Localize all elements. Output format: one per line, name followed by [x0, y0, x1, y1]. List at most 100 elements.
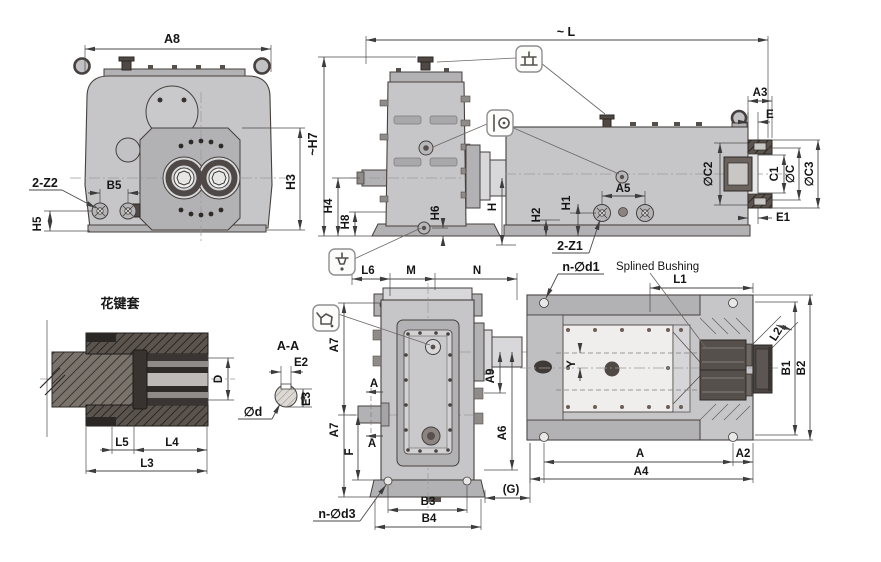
- handle: [534, 360, 552, 374]
- top-face: [382, 287, 473, 301]
- spline-sleeve-view: 花键套 D L5 L4 L3: [39, 296, 235, 474]
- dim-h: H: [487, 203, 499, 211]
- dim-l4: L4: [165, 437, 179, 449]
- dim-l6: L6: [361, 265, 374, 277]
- oil-fill-icon: [312, 304, 340, 332]
- dim-e2: E2: [294, 357, 308, 369]
- dim-b1: B1: [781, 360, 793, 375]
- dim-a8: A8: [164, 32, 180, 46]
- top-plate: [389, 71, 463, 83]
- dim-c: ∅C: [785, 165, 797, 183]
- cover-bolts: [404, 331, 452, 453]
- output-shaft: [491, 336, 523, 368]
- output-end-view: A3 E ∅C2 C1 ∅C ∅C3 E1 H1 H2 A5 2-Z1: [503, 87, 821, 254]
- end-cap: [752, 344, 773, 394]
- side-boss: [115, 137, 141, 163]
- output-bearing-bores: [162, 156, 241, 200]
- top-bolts: [148, 65, 225, 69]
- plate-knob: [604, 361, 620, 377]
- dim-l3: L3: [140, 458, 153, 470]
- dim-e1: E1: [776, 212, 791, 224]
- dim-g: (G): [503, 484, 520, 496]
- dim-y: Y: [566, 360, 578, 368]
- side-ribs: [393, 115, 458, 167]
- plug-icons: [312, 45, 620, 346]
- bottom-tab: [427, 497, 441, 502]
- plate-edge-band: [672, 324, 691, 413]
- front-view: A8 H3 B5 2-Z2 H5: [29, 32, 305, 244]
- dim-n: N: [473, 265, 481, 277]
- retainer-cap-bottom: [86, 417, 116, 426]
- flange-strip-bottom: [526, 419, 701, 441]
- dim-f: F: [344, 448, 356, 455]
- dim-2-z2: 2-Z2: [32, 176, 58, 190]
- z2-tapped-holes: [91, 202, 141, 220]
- dim-b3: B3: [421, 496, 436, 508]
- dim-b4: B4: [422, 513, 437, 525]
- dim-l5: L5: [115, 437, 129, 449]
- oil-level-icon: [486, 109, 514, 137]
- breather-plug-icon: [515, 45, 543, 73]
- dim-a6: A6: [497, 426, 509, 441]
- vent-bolt: [599, 114, 615, 128]
- flange-strip-top: [526, 294, 701, 316]
- dim-l1: L1: [673, 274, 687, 286]
- splined-bushings: [699, 339, 753, 401]
- view-title: 花键套: [100, 296, 140, 312]
- dim-a7-top: A7: [329, 338, 341, 353]
- dim-l2: L2: [768, 326, 785, 344]
- dim-m: M: [406, 265, 416, 277]
- base: [503, 224, 751, 237]
- dim-a2: A2: [736, 448, 751, 460]
- dim-h5: H5: [32, 216, 44, 231]
- dim-a4: A4: [634, 466, 649, 478]
- dim-h4: H4: [323, 198, 335, 213]
- dim-dia-d: ∅d: [244, 405, 263, 419]
- dim-n-d1: n-∅d1: [562, 260, 599, 274]
- dim-e: E: [766, 109, 774, 121]
- dim-h1: H1: [561, 195, 573, 210]
- dim-c3: ∅C3: [804, 162, 816, 187]
- dim-a5: A5: [616, 183, 631, 195]
- dim-b2: B2: [796, 361, 808, 376]
- dim-h7: ~H7: [306, 132, 320, 155]
- section-title: A-A: [277, 339, 299, 353]
- lifting-eye-icon: [73, 57, 271, 75]
- vent-bolt: [417, 56, 434, 71]
- side-nubs: [372, 329, 484, 425]
- dim-h3: H3: [284, 174, 298, 190]
- output-flange-step: [479, 151, 491, 201]
- z1-tapped-holes: [593, 204, 654, 222]
- dim-e3: E3: [301, 392, 313, 406]
- dim-a3: A3: [753, 87, 768, 99]
- keyway: [280, 383, 292, 390]
- dim-c1: C1: [769, 166, 781, 181]
- collar: [132, 349, 148, 410]
- bolt-arc-bottom: [178, 207, 224, 218]
- output-flange: [473, 322, 485, 382]
- side-view: ~ L ~H7 H4 H8 H6 H: [306, 25, 769, 246]
- dim-d: D: [213, 375, 225, 383]
- shaft-section: [51, 351, 136, 408]
- spline-bore: [146, 353, 209, 406]
- dim-a9: A9: [485, 369, 497, 384]
- bottom-front-view: A A L6 M N A7 A7 F A9 A6 B3: [313, 265, 531, 530]
- dim-h8: H8: [340, 214, 352, 229]
- splined-bushing-note: Splined Bushing: [616, 261, 699, 273]
- lifting-eye-icon: [730, 109, 748, 129]
- dim-n-d3: n-∅d3: [318, 507, 355, 521]
- dim-l: ~ L: [557, 25, 576, 39]
- top-view: n-∅d1 Splined Bushing L1 L2 B1 B2 Y A A2…: [520, 260, 813, 483]
- dim-h6: H6: [430, 206, 442, 221]
- break-marks: [39, 367, 66, 396]
- oil-drain-icon: [328, 248, 356, 276]
- bolt-arc-top: [178, 138, 224, 149]
- output-flange-step: [483, 329, 493, 375]
- vent-bolt: [118, 56, 135, 71]
- section-a-a: A-A E2 E3 ∅d: [238, 339, 313, 420]
- dim-b5: B5: [107, 180, 122, 192]
- dim-2-z1: 2-Z1: [557, 239, 583, 253]
- base-flange: [371, 223, 501, 237]
- top-nubs: [396, 68, 449, 72]
- dim-c2: ∅C2: [703, 162, 715, 187]
